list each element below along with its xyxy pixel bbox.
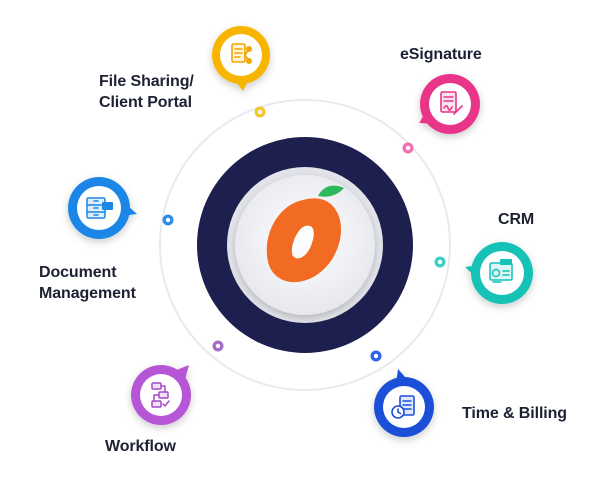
orbit-dot-file-sharing — [254, 106, 266, 118]
label-line: Client Portal — [99, 94, 192, 111]
center-hub — [197, 137, 413, 353]
label-line: Management — [39, 285, 136, 302]
label-document-management: Document Management — [39, 262, 136, 304]
file-drawer-icon — [86, 197, 113, 219]
orbit-dot-document-management — [162, 214, 174, 226]
bubble-workflow — [131, 365, 191, 425]
label-line: CRM — [498, 211, 535, 228]
orange-logo-icon — [266, 185, 344, 283]
label-line: Workflow — [105, 438, 176, 455]
signature-document-icon — [440, 91, 463, 115]
orbit-ring — [159, 99, 451, 391]
bubble-esignature — [419, 74, 480, 134]
label-line: File Sharing/ — [99, 73, 194, 90]
orbit-dot-esignature — [402, 142, 414, 154]
bubble-file-sharing — [212, 26, 270, 91]
timer-invoice-icon — [391, 395, 415, 419]
bubble-document-management — [68, 177, 137, 239]
document-share-icon — [231, 43, 253, 65]
label-crm: CRM — [498, 209, 534, 230]
crm-board-icon — [489, 259, 513, 283]
label-line: Time & Billing — [462, 405, 567, 422]
bubble-crm — [465, 242, 533, 304]
label-line: Document — [39, 264, 117, 281]
label-esignature: eSignature — [400, 44, 482, 65]
orbit-dot-time-billing — [370, 350, 382, 362]
label-time-billing: Time & Billing — [462, 403, 567, 424]
workflow-checklist-icon — [151, 382, 170, 408]
bubble-time-billing — [374, 369, 434, 437]
label-file-sharing: File Sharing/ Client Portal — [99, 71, 194, 113]
label-line: eSignature — [400, 46, 482, 63]
center-disc — [235, 175, 375, 315]
orbit-dot-crm — [434, 256, 446, 268]
label-workflow: Workflow — [105, 436, 176, 457]
orbit-dot-workflow — [212, 340, 224, 352]
